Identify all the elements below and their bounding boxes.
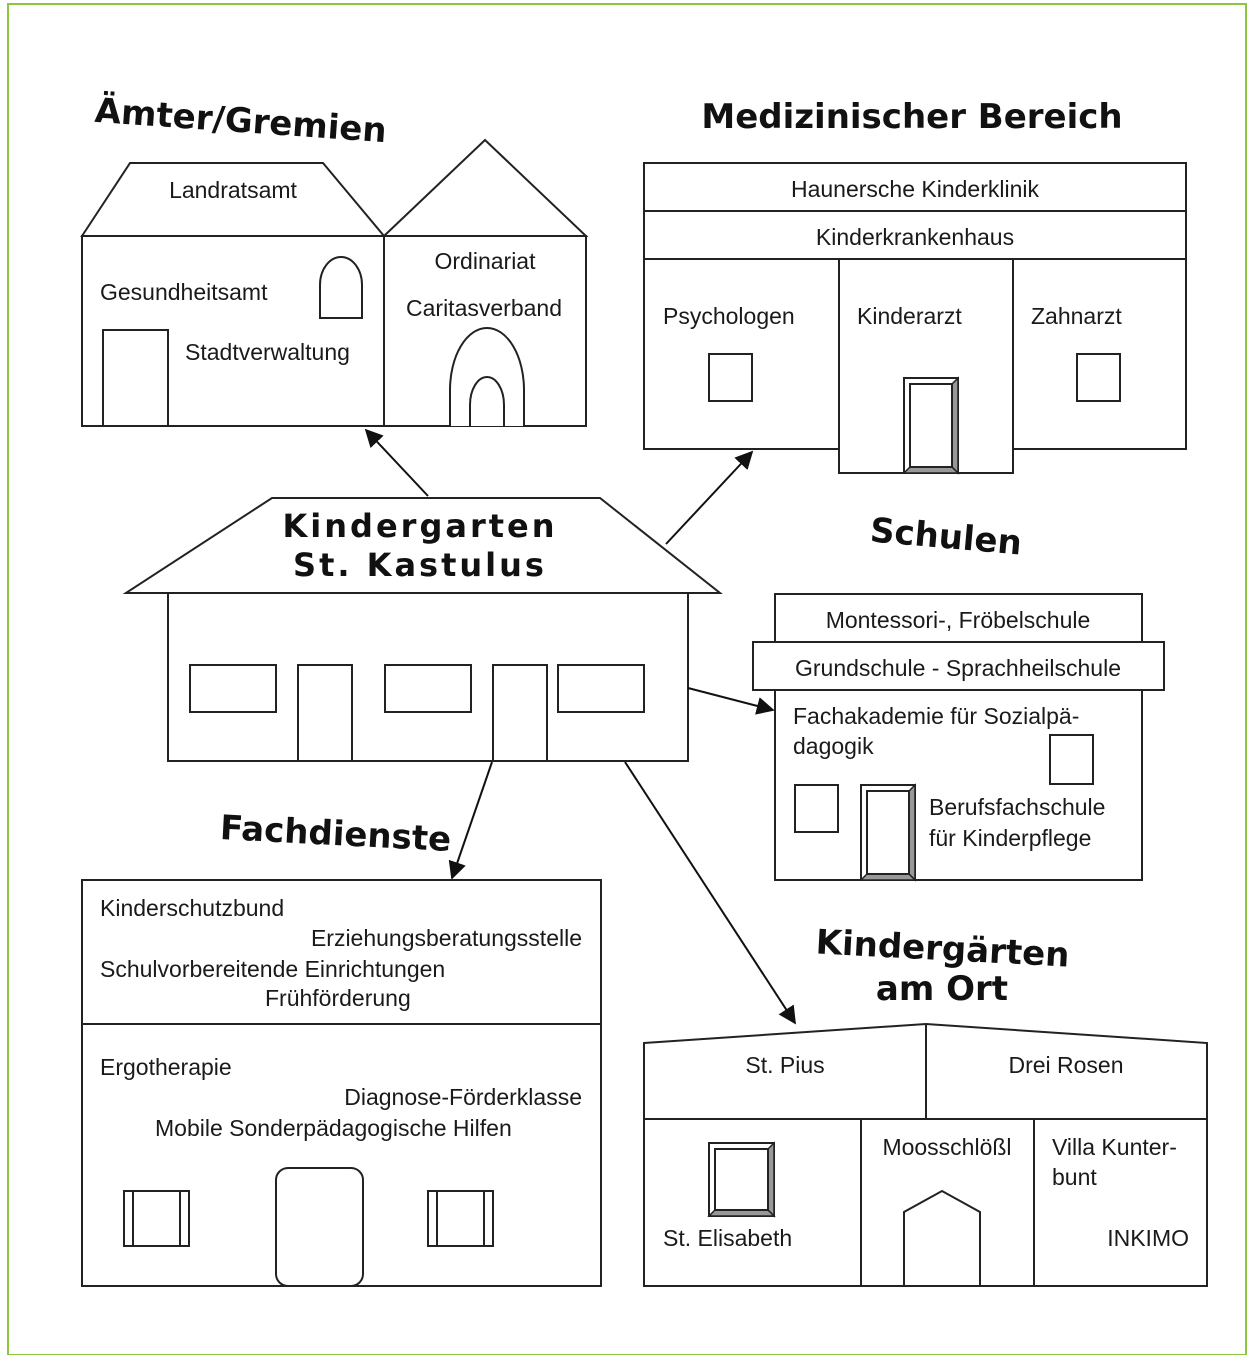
ordinariat-label: Ordinariat bbox=[435, 248, 537, 274]
psychologen-label: Psychologen bbox=[663, 303, 795, 329]
fachdienste-top-box bbox=[81, 879, 602, 1025]
aemter-arch-window bbox=[319, 256, 363, 319]
villa-label-2: bunt bbox=[1052, 1164, 1097, 1190]
fachakademie-label-1: Fachakademie für Sozialpä- bbox=[793, 703, 1079, 729]
kigas-heading-line2: am Ort bbox=[876, 969, 1008, 1009]
kigas-group: Kindergärten am Ort St. Pius Drei Rosen … bbox=[643, 922, 1208, 1287]
grundschule-label: Grundschule - Sprachheilschule bbox=[795, 655, 1121, 681]
st-elisabeth-label: St. Elisabeth bbox=[663, 1225, 792, 1251]
fachakademie-window-right bbox=[1049, 734, 1094, 785]
haunersche-box bbox=[643, 162, 1187, 212]
arrow-to-aemter bbox=[364, 428, 429, 497]
landratsamt-label: Landratsamt bbox=[169, 177, 297, 203]
montessori-box bbox=[774, 593, 1143, 643]
center-door-1 bbox=[297, 664, 353, 762]
kinderkrankenhaus-box bbox=[643, 210, 1187, 260]
inkimo-label: INKIMO bbox=[1107, 1225, 1189, 1251]
center-door-2 bbox=[492, 664, 548, 762]
fachdienste-heading: Fachdienste bbox=[219, 808, 452, 860]
center-building: Kindergarten St. Kastulus bbox=[122, 497, 723, 762]
center-window-3 bbox=[557, 664, 645, 713]
drei-rosen-label: Drei Rosen bbox=[1008, 1052, 1123, 1078]
arrow-to-kigas bbox=[624, 761, 796, 1025]
grundschule-box bbox=[752, 641, 1165, 691]
center-window-1 bbox=[189, 664, 277, 713]
fachdienste-group: Fachdienste Kinderschutzbund Erziehungsb… bbox=[81, 808, 602, 1287]
fachakademie-label-2: dagogik bbox=[793, 733, 874, 759]
ergotherapie-label: Ergotherapie bbox=[100, 1054, 232, 1080]
schulvorbereitend-label: Schulvorbereitende Einrichtungen bbox=[100, 956, 445, 982]
aemter-group: Ämter/Gremien Landratsamt Gesundheitsamt… bbox=[80, 90, 589, 427]
st-pius-label: St. Pius bbox=[745, 1052, 824, 1078]
schulen-group: Schulen Montessori-, Fröbelschule Grunds… bbox=[752, 510, 1165, 882]
zahnarzt-label: Zahnarzt bbox=[1031, 303, 1122, 329]
caritasverband-label: Caritasverband bbox=[406, 295, 562, 321]
fachdienste-window-right bbox=[427, 1190, 494, 1247]
stadtverwaltung-label: Stadtverwaltung bbox=[185, 339, 350, 365]
page-frame bbox=[7, 3, 1247, 1355]
kinderkrankenhaus-label: Kinderkrankenhaus bbox=[816, 224, 1014, 250]
ordinariat-roof bbox=[381, 138, 589, 237]
kigas-heading-line1: Kindergärten bbox=[815, 922, 1071, 975]
center-window-2 bbox=[384, 664, 472, 713]
medizin-heading: Medizinischer Bereich bbox=[701, 97, 1122, 137]
aemter-heading: Ämter/Gremien bbox=[94, 90, 388, 151]
kinderarzt-door-inner bbox=[909, 383, 953, 468]
berufsfach-label-1: Berufsfachschule bbox=[929, 794, 1105, 820]
fachdienste-window-left bbox=[123, 1190, 190, 1247]
psychologen-window bbox=[708, 353, 753, 402]
haunersche-label: Haunersche Kinderklinik bbox=[791, 176, 1040, 202]
diagnose-label: Diagnose-Förderklasse bbox=[344, 1084, 582, 1110]
kinderarzt-label: Kinderarzt bbox=[857, 303, 962, 329]
st-elisabeth-window-inner bbox=[714, 1148, 769, 1211]
medizin-group: Medizinischer Bereich Haunersche Kinderk… bbox=[643, 97, 1187, 475]
erziehungsberatung-label: Erziehungsberatungsstelle bbox=[311, 925, 582, 951]
arrow-to-medizin bbox=[665, 450, 754, 545]
villa-box bbox=[1033, 1118, 1208, 1287]
center-title-line1: Kindergarten bbox=[283, 507, 558, 545]
arrows bbox=[364, 428, 796, 1025]
moosschloessl-door bbox=[903, 1189, 981, 1287]
fachakademie-window-left bbox=[794, 784, 839, 833]
arrow-to-schulen bbox=[687, 687, 775, 715]
villa-label-1: Villa Kunter- bbox=[1052, 1134, 1177, 1160]
fruehfoerderung-label: Frühförderung bbox=[265, 985, 411, 1011]
caritas-arch-inner bbox=[469, 376, 505, 426]
zahnarzt-window bbox=[1076, 353, 1121, 402]
arrow-to-fachdienste bbox=[448, 761, 493, 880]
berufsfach-label-2: für Kinderpflege bbox=[929, 825, 1091, 851]
schulen-heading: Schulen bbox=[869, 510, 1024, 563]
montessori-label: Montessori-, Fröbelschule bbox=[826, 607, 1091, 633]
moosschloessl-label: Moosschlößl bbox=[882, 1134, 1011, 1160]
kinderschutzbund-label: Kinderschutzbund bbox=[100, 895, 284, 921]
fachdienste-door bbox=[275, 1167, 364, 1287]
gesundheitsamt-label: Gesundheitsamt bbox=[100, 279, 268, 305]
center-title-line2: St. Kastulus bbox=[293, 546, 547, 584]
fachakademie-door-inner bbox=[866, 790, 910, 875]
mobile-label: Mobile Sonderpädagogische Hilfen bbox=[155, 1115, 512, 1141]
aemter-door bbox=[102, 329, 169, 427]
